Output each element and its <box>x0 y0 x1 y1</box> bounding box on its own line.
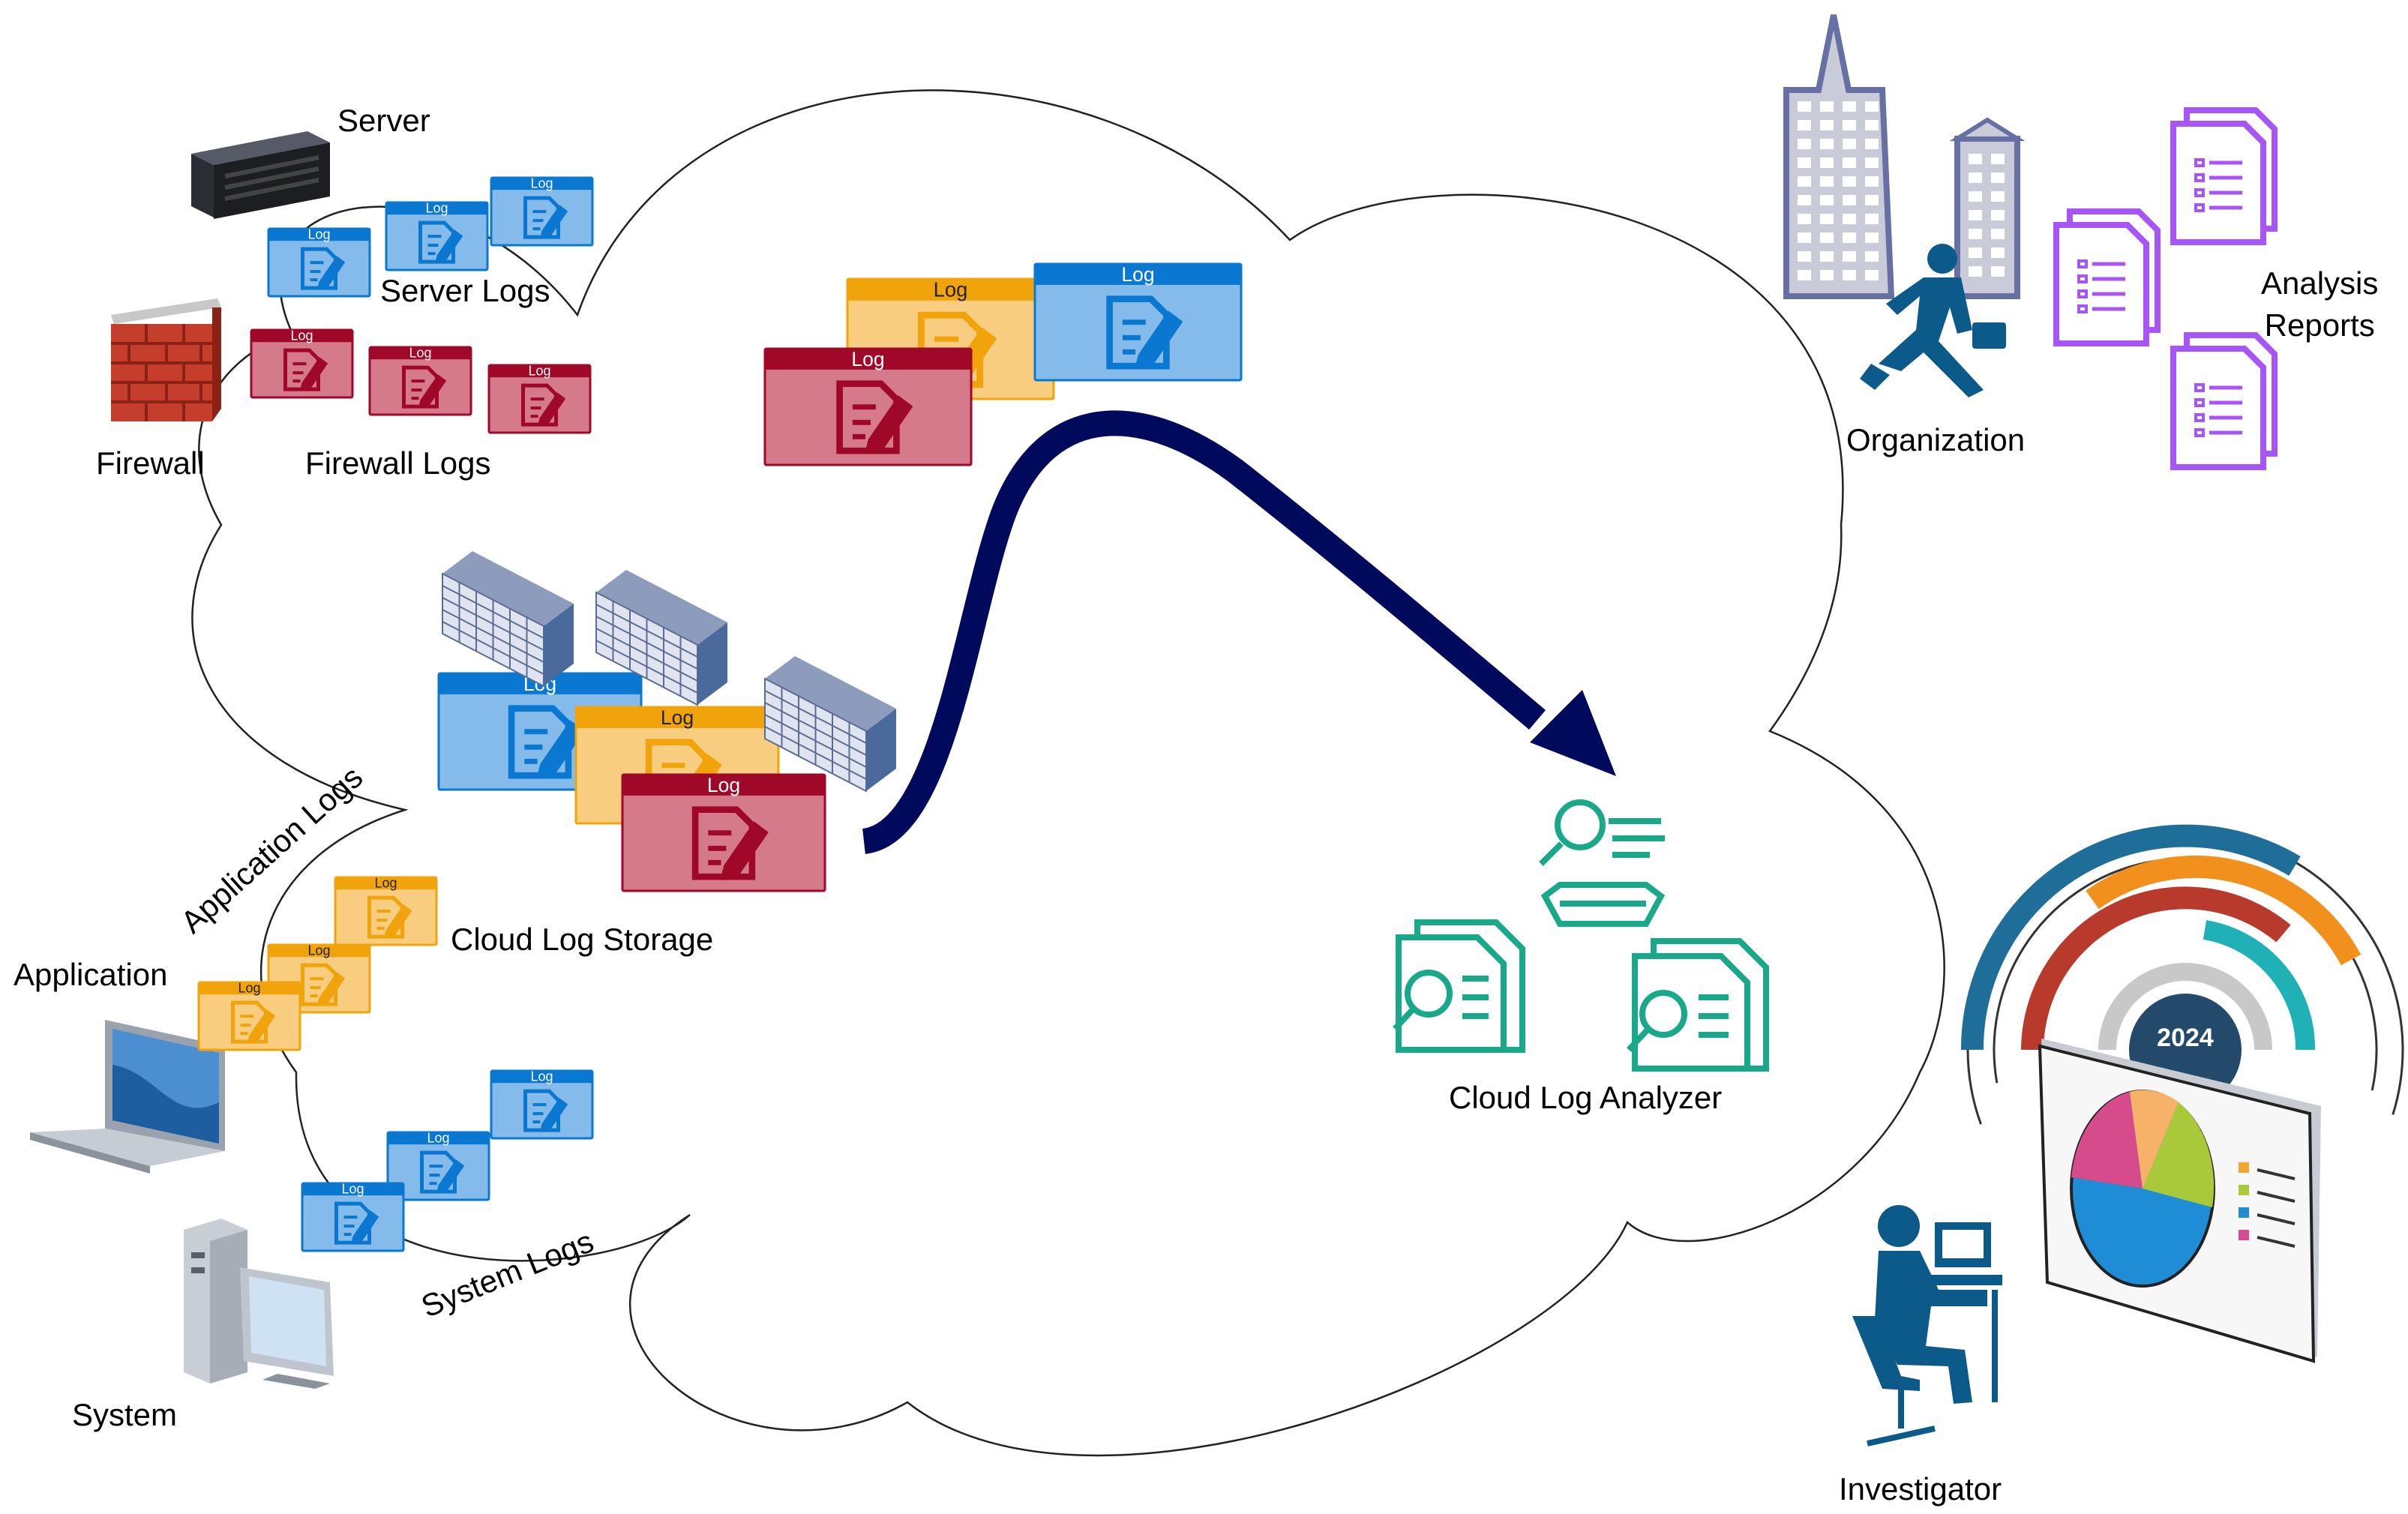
log-card-label: Log <box>1121 263 1154 286</box>
label-analysis-reports-line1: Analysis <box>2261 265 2379 301</box>
label-server-logs: Server Logs <box>380 273 550 308</box>
investigator-icon <box>1852 1205 2002 1447</box>
label-analysis-reports: Analysis Reports <box>2261 262 2378 346</box>
storage-database-icons <box>442 551 896 793</box>
label-cloud-log-analyzer: Cloud Log Analyzer <box>1449 1080 1723 1115</box>
log-card-icon: Log <box>250 328 354 399</box>
analyzer-search-icon <box>1539 799 1666 927</box>
log-card-label: Log <box>307 226 330 241</box>
label-firewall-logs: Firewall Logs <box>305 445 491 481</box>
log-card-icon: Log <box>1033 262 1243 382</box>
database-icon <box>595 570 727 706</box>
label-system: System <box>72 1397 178 1432</box>
log-card-label: Log <box>290 328 313 343</box>
label-cloud-log-storage: Cloud Log Storage <box>451 922 714 957</box>
year-badge: 2024 <box>2157 1024 2214 1052</box>
label-organization: Organization <box>1846 422 2026 457</box>
pie-chart-panel-icon <box>2038 1039 2321 1363</box>
businessman-icon <box>1860 244 2006 397</box>
log-card-icon: Log <box>490 1069 594 1140</box>
log-cards: LogLogLogLogLogLogLogLogLogLogLogLogLogL… <box>197 175 1243 1252</box>
log-card-label: Log <box>707 774 740 796</box>
log-card-icon: Log <box>368 345 472 416</box>
log-card-icon: Log <box>490 175 594 247</box>
desktop-computer-icon <box>184 1219 334 1389</box>
log-card-label: Log <box>661 706 694 729</box>
log-card-icon: Log <box>386 1130 490 1201</box>
dashboard-rings-icon <box>1960 824 2404 1269</box>
organization-buildings-icon <box>1783 14 2026 299</box>
log-card-icon: Log <box>621 773 826 892</box>
log-card-label: Log <box>374 875 397 890</box>
arrow-head-icon <box>1530 690 1616 776</box>
log-card-icon: Log <box>487 363 592 434</box>
label-server: Server <box>337 103 430 138</box>
log-card-label: Log <box>307 943 330 958</box>
log-card-icon: Log <box>267 226 371 298</box>
log-card-icon: Log <box>763 347 973 466</box>
log-card-label: Log <box>530 175 553 190</box>
label-analysis-reports-line2: Reports <box>2264 307 2375 343</box>
log-card-label: Log <box>851 348 884 370</box>
label-investigator: Investigator <box>1839 1471 2002 1507</box>
log-card-icon: Log <box>334 875 438 946</box>
database-icon <box>442 551 574 688</box>
report-document-icon <box>2170 332 2278 470</box>
server-icon <box>191 131 330 219</box>
database-icon <box>764 656 896 793</box>
report-document-icon <box>2053 208 2161 346</box>
log-card-icon: Log <box>385 200 489 271</box>
analyzer-document-icon-right <box>1627 938 1769 1072</box>
data-flow-arrow <box>861 410 1546 854</box>
analyzer-document-icon-left <box>1393 919 1525 1053</box>
log-card-label: Log <box>427 1130 449 1145</box>
log-card-label: Log <box>528 363 550 378</box>
label-application: Application <box>13 957 168 992</box>
cloud-outline <box>191 89 1945 1457</box>
log-card-label: Log <box>238 980 260 995</box>
analysis-report-icons <box>2053 107 2278 470</box>
laptop-icon <box>30 1020 225 1174</box>
log-card-label: Log <box>934 278 968 301</box>
log-card-icon: Log <box>197 980 301 1051</box>
log-card-label: Log <box>341 1181 364 1196</box>
label-firewall: Firewall <box>96 445 205 481</box>
log-card-label: Log <box>425 200 448 215</box>
log-card-label: Log <box>409 345 431 360</box>
log-card-label: Log <box>530 1069 553 1084</box>
firewall-icon <box>111 298 221 421</box>
report-document-icon <box>2170 107 2278 245</box>
log-card-icon: Log <box>301 1181 405 1252</box>
